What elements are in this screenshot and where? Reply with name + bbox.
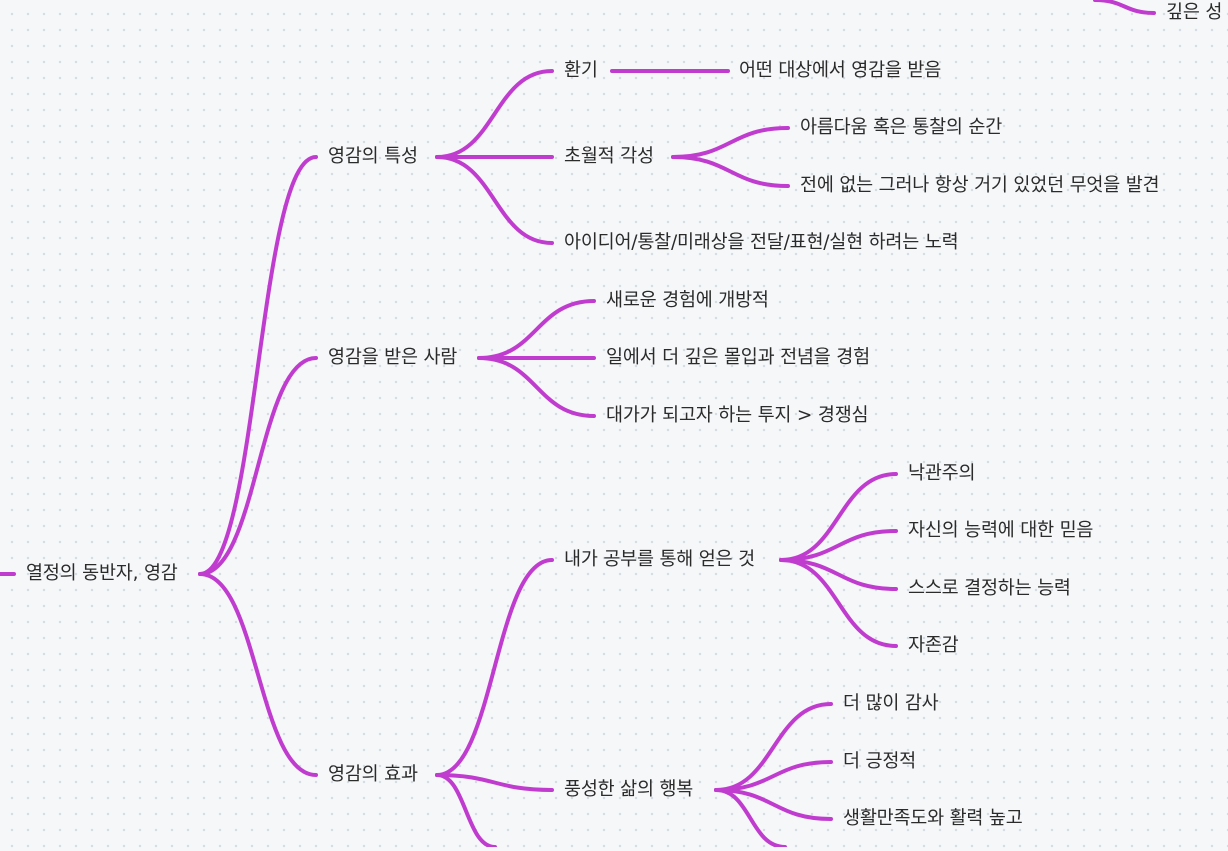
node-rich-life[interactable]: 풍성한 삶의 행복 (564, 779, 694, 800)
edge-root-effects (198, 572, 318, 777)
node-optimism[interactable]: 낙관주의 (908, 463, 976, 484)
root-node[interactable]: 열정의 동반자, 영감 (26, 563, 178, 584)
node-transcendence-discovery[interactable]: 전에 없는 그러나 항상 거기 있었던 무엇을 발견 (800, 175, 1160, 196)
edge-effects-richlife (435, 773, 554, 792)
node-self-determination[interactable]: 스스로 결정하는 능력 (908, 578, 1071, 599)
edge-effects-offscreen (435, 773, 497, 849)
node-study-gains[interactable]: 내가 공부를 통해 얻은 것 (564, 549, 755, 570)
branch-inspired-person[interactable]: 영감을 받은 사람 (328, 347, 458, 368)
node-evocation[interactable]: 환기 (564, 60, 598, 81)
node-self-esteem[interactable]: 자존감 (908, 635, 959, 656)
edge-richlife-vitality (714, 788, 833, 821)
edge-trans-beauty (671, 126, 790, 159)
edge-char-evocation (435, 69, 554, 159)
node-transcendence[interactable]: 초월적 각성 (564, 146, 654, 167)
branch-effects[interactable]: 영감의 효과 (328, 764, 418, 785)
edge-root-characteristics (198, 155, 318, 576)
edge-person-openness (477, 299, 596, 360)
node-vitality[interactable]: 생활만족도와 활력 높고 (843, 808, 1023, 829)
node-openness[interactable]: 새로운 경험에 개방적 (606, 290, 769, 311)
branch-characteristics[interactable]: 영감의 특성 (328, 146, 418, 167)
edge-effects-study (435, 558, 554, 777)
node-transcendence-beauty[interactable]: 아름다움 혹은 통찰의 순간 (800, 117, 1003, 138)
node-immersion[interactable]: 일에서 더 깊은 몰입과 전념을 경험 (606, 347, 870, 368)
partial-top-node[interactable]: 깊은 성 (1166, 2, 1223, 23)
edge-root-inspired-person (198, 356, 318, 576)
edge-richlife-positive (714, 760, 833, 792)
edge-study-optimism (779, 472, 898, 562)
node-effort[interactable]: 아이디어/통찰/미래상을 전달/표현/실현 하려는 노력 (564, 232, 959, 253)
edge-partial-top (1093, 0, 1156, 15)
edge-study-selfesteem (779, 558, 898, 648)
edge-person-mastery (477, 356, 596, 418)
node-self-belief[interactable]: 자신의 능력에 대한 믿음 (908, 520, 1094, 541)
node-positive[interactable]: 더 긍정적 (843, 751, 916, 772)
edge-richlife-gratitude (714, 702, 833, 792)
edge-study-selfbelief (779, 529, 898, 562)
node-evocation-detail[interactable]: 어떤 대상에서 영감을 받음 (739, 60, 942, 81)
edge-richlife-offscreen (714, 788, 787, 849)
edge-trans-discovery (671, 155, 790, 188)
node-gratitude[interactable]: 더 많이 감사 (843, 693, 939, 714)
edge-char-effort (435, 155, 554, 245)
node-mastery[interactable]: 대가가 되고자 하는 투지 > 경쟁심 (606, 405, 869, 426)
